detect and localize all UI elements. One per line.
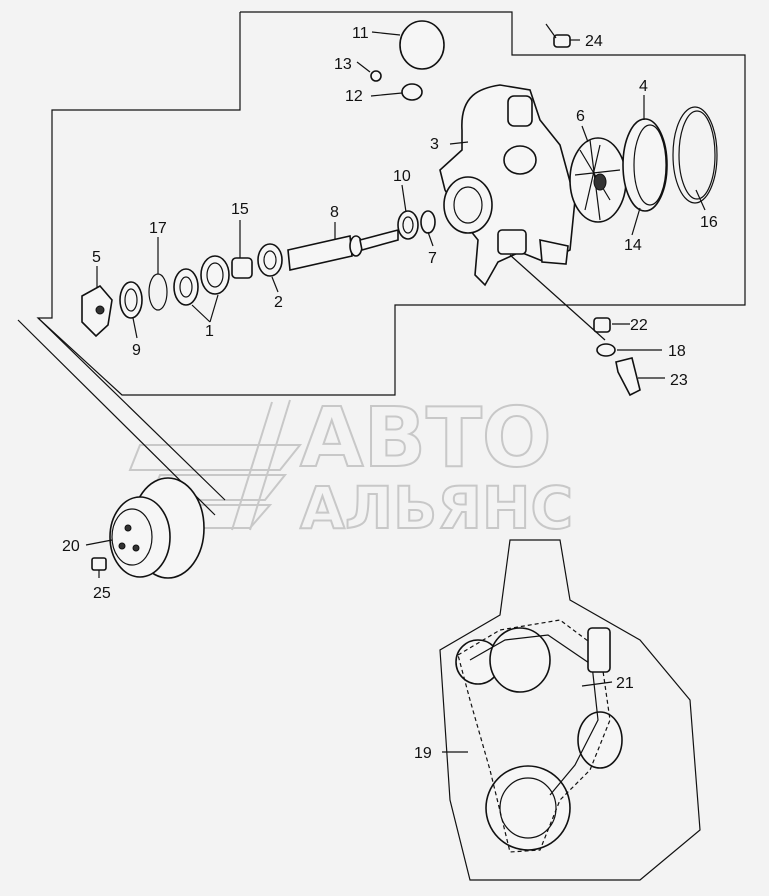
callout-4: 4 — [639, 78, 648, 95]
seal-ring-14 — [622, 118, 668, 212]
callout-19: 19 — [414, 745, 432, 762]
seal-9 — [119, 281, 143, 319]
watermark-logo — [128, 399, 303, 531]
leader-drain — [509, 254, 606, 341]
shaft-8 — [287, 228, 399, 271]
bearing-2 — [257, 243, 283, 277]
pump-housing-3 — [439, 84, 576, 287]
callout-2: 2 — [274, 294, 283, 311]
assembly-boundary — [36, 11, 746, 396]
callout-24: 24 — [585, 33, 603, 50]
hub-5 — [81, 284, 113, 338]
callout-9: 9 — [132, 342, 141, 359]
bolt-24 — [545, 23, 571, 48]
callout-14: 14 — [624, 237, 642, 254]
callout-10: 10 — [393, 168, 411, 185]
callout-11: 11 — [352, 25, 369, 42]
impeller-6 — [569, 137, 627, 223]
callout-20: 20 — [62, 538, 80, 555]
callout-8: 8 — [330, 204, 339, 221]
watermark-line2: АЛЬЯНС — [300, 474, 573, 542]
callout-5: 5 — [92, 249, 101, 266]
bearing-10 — [397, 210, 419, 240]
callout-7: 7 — [428, 250, 437, 267]
leader-lines — [85, 31, 706, 753]
oring-13 — [370, 70, 382, 82]
callout-3: 3 — [430, 136, 439, 153]
seal-11 — [399, 20, 445, 70]
plug-12 — [401, 83, 423, 101]
snap-ring-17 — [148, 273, 168, 311]
spacer-15 — [231, 257, 253, 279]
gasket-18 — [596, 343, 616, 357]
callout-1: 1 — [205, 323, 214, 340]
bearing-1 — [173, 255, 230, 306]
plug-22 — [593, 317, 611, 333]
callout-12: 12 — [345, 88, 363, 105]
callout-13: 13 — [334, 56, 352, 73]
washer-7 — [420, 210, 436, 234]
pulley-20 — [109, 477, 205, 579]
callout-6: 6 — [576, 108, 585, 125]
callout-17: 17 — [149, 220, 167, 237]
callout-16: 16 — [700, 214, 718, 231]
callout-18: 18 — [668, 343, 686, 360]
bolt-25 — [91, 557, 107, 578]
elbow-23 — [615, 357, 641, 397]
callout-23: 23 — [670, 372, 688, 389]
callout-21: 21 — [616, 675, 634, 692]
snap-ring-16 — [672, 106, 718, 204]
callout-15: 15 — [231, 201, 249, 218]
watermark-line1: АВТО — [300, 391, 552, 486]
callout-22: 22 — [630, 317, 648, 334]
engine-belt-drive — [439, 539, 701, 881]
leader-pulley-boundary-2 — [37, 317, 226, 501]
callout-25: 25 — [93, 585, 111, 602]
